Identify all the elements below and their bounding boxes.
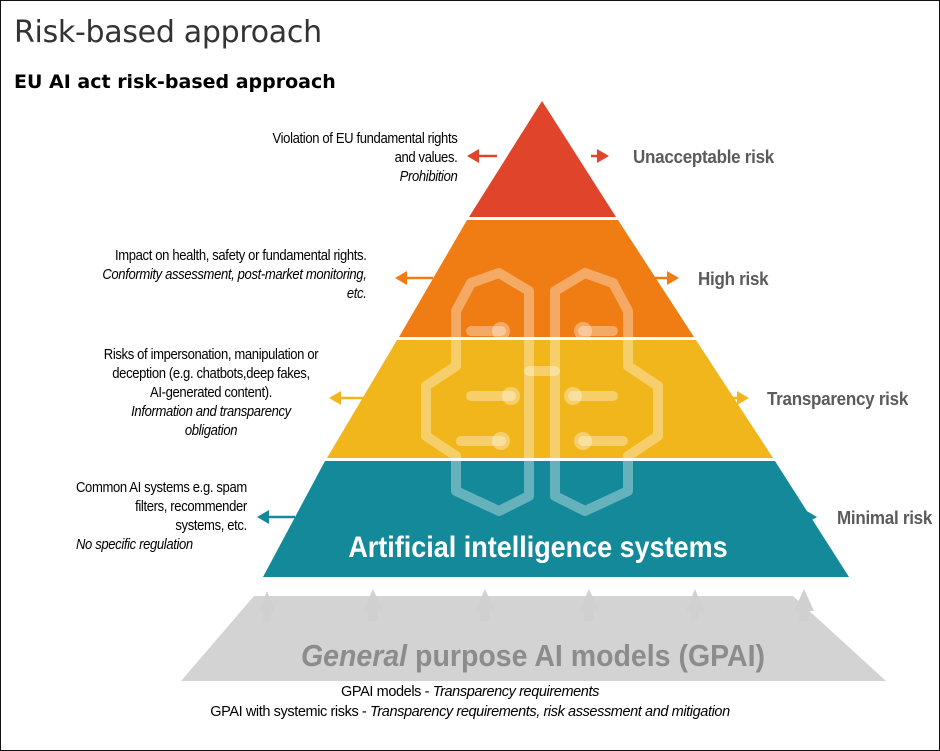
ai-systems-label: Artificial intelligence systems xyxy=(348,531,727,565)
footer-line-2-text: GPAI with systemic risks - xyxy=(210,704,367,720)
desc-obligation: Information and transparency xyxy=(131,404,291,420)
arrow-right-transparency xyxy=(721,391,749,405)
desc-line: filters, recommender xyxy=(135,499,247,515)
footer-line-1-italic: Transparency requirements xyxy=(432,684,600,700)
level-desc-transparency: Risks of impersonation, manipulation or … xyxy=(76,346,346,441)
tier-unacceptable-shape xyxy=(469,101,616,217)
gpai-support-arrows xyxy=(259,589,814,621)
footer-line-1-text: GPAI models - xyxy=(341,684,430,700)
desc-line: Risks of impersonation, manipulation or xyxy=(103,347,319,363)
footer-line-2-italic: Transparency requirements, risk assessme… xyxy=(370,704,730,720)
level-label-minimal: Minimal risk xyxy=(837,507,933,528)
desc-line: Impact on health, safety or fundamental … xyxy=(114,248,367,264)
brain-circuit-icon xyxy=(421,268,663,516)
footer-line-1: GPAI models - Transparency requirements xyxy=(1,682,939,702)
arrow-left-high xyxy=(395,271,433,285)
desc-obligation: etc. xyxy=(346,286,366,302)
gpai-label-rest: purpose AI models (GPAI) xyxy=(415,639,765,673)
level-desc-minimal: Common AI systems e.g. spam filters, rec… xyxy=(76,479,247,555)
arrow-left-transparency xyxy=(329,391,367,405)
left-arrows xyxy=(257,149,497,524)
desc-obligation: obligation xyxy=(184,423,238,439)
footer-line-2: GPAI with systemic risks - Transparency … xyxy=(1,702,939,722)
arrow-left-unacceptable xyxy=(467,149,497,163)
desc-line: Common AI systems e.g. spam xyxy=(76,480,247,496)
level-label-unacceptable: Unacceptable risk xyxy=(633,146,775,167)
slide-title: Risk-based approach xyxy=(14,15,322,50)
tier-high-shape xyxy=(399,220,694,337)
level-label-high: High risk xyxy=(698,268,769,289)
arrow-right-unacceptable xyxy=(591,149,609,163)
desc-line: and values. xyxy=(394,150,457,166)
level-desc-high: Impact on health, safety or fundamental … xyxy=(102,247,366,304)
risk-pyramid-diagram: Artificial intelligence systems General … xyxy=(181,101,886,681)
gpai-base-shape xyxy=(181,596,886,681)
desc-obligation: Conformity assessment, post-market monit… xyxy=(101,267,366,283)
level-desc-unacceptable: Violation of EU fundamental rights and v… xyxy=(272,130,457,187)
gpai-requirements-note: GPAI models - Transparency requirements … xyxy=(1,682,939,722)
right-arrows xyxy=(591,149,817,524)
desc-line: deception (e.g. chatbots,deep fakes, xyxy=(112,366,310,382)
slide-subtitle: EU AI act risk-based approach xyxy=(14,71,336,93)
desc-line: systems, etc. xyxy=(175,518,248,534)
arrow-right-high xyxy=(651,271,679,285)
gpai-label: General purpose AI models (GPAI) xyxy=(301,639,765,673)
desc-obligation: Prohibition xyxy=(399,169,457,185)
level-label-transparency: Transparency risk xyxy=(767,388,909,409)
desc-obligation: No specific regulation xyxy=(76,537,193,553)
desc-line: Violation of EU fundamental rights xyxy=(272,131,457,147)
tier-minimal-shape xyxy=(263,461,849,577)
gpai-label-italic: General xyxy=(301,639,408,673)
arrow-left-minimal xyxy=(257,510,295,524)
arrow-right-minimal xyxy=(787,510,817,524)
brain-node-dots xyxy=(492,322,592,450)
tier-transparency-shape xyxy=(327,340,773,458)
desc-line: AI-generated content). xyxy=(150,385,272,401)
